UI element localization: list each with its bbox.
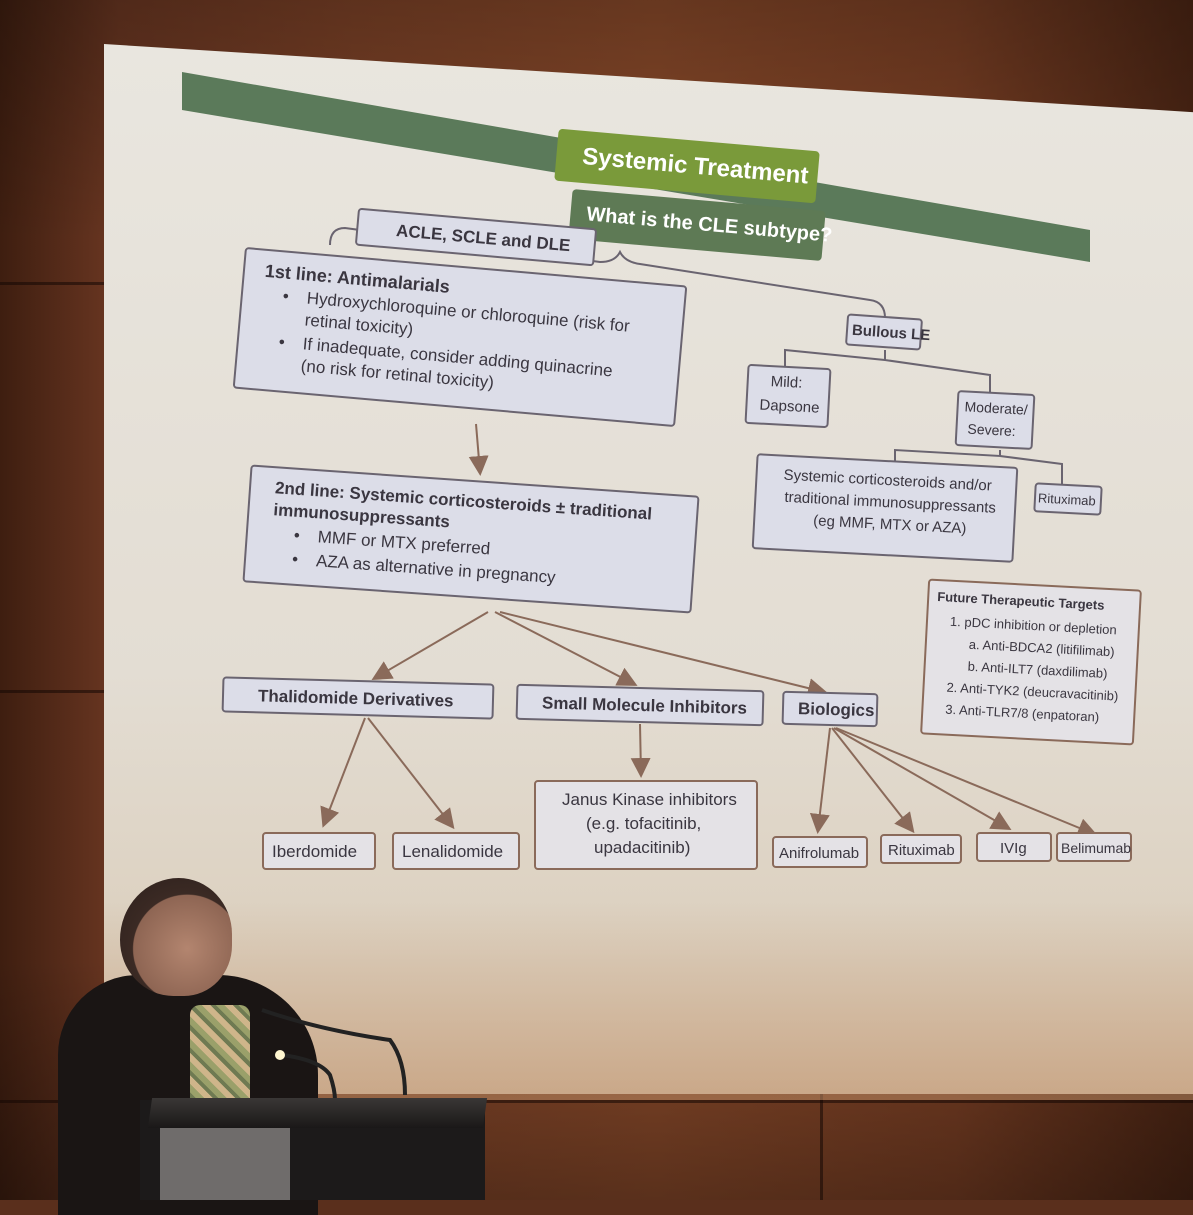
wall-panel-seam <box>0 690 104 693</box>
jak-box: Janus Kinase inhibitors (e.g. tofacitini… <box>534 780 758 870</box>
iberdomide-text: Iberdomide <box>272 842 358 861</box>
arrow-to-rituximab-bio <box>831 727 915 834</box>
speaker-head <box>120 878 232 996</box>
rituximab-biologic-box: Rituximab <box>880 834 962 864</box>
arrow-to-ivig <box>833 727 1012 830</box>
arrow-to-anifrolumab <box>809 727 831 834</box>
wall-panel-seam <box>0 1100 1193 1103</box>
lenalidomide-box: Lenalidomide <box>392 832 520 870</box>
belimumab-box: Belimumab <box>1056 832 1132 862</box>
arrow-to-belimumab <box>835 727 1098 838</box>
ivig-text: IVIg <box>1000 840 1027 857</box>
brace-left <box>329 226 886 319</box>
moderate-split <box>894 448 1063 484</box>
arrow-to-jak <box>630 723 651 778</box>
arrow-first-to-second <box>468 423 489 476</box>
arrow-to-iberdomide <box>320 717 366 828</box>
arrow-to-small-molecule <box>494 611 638 686</box>
lenalidomide-text: Lenalidomide <box>402 842 504 861</box>
arrow-to-biologics <box>499 611 828 698</box>
belimumab-text: Belimumab <box>1061 840 1132 856</box>
jak-text: Janus Kinase inhibitors <box>562 790 737 809</box>
wall-panel-seam <box>0 282 104 285</box>
speaker-scarf <box>190 1005 250 1115</box>
jak-text: (e.g. tofacitinib, <box>586 814 702 833</box>
iberdomide-box: Iberdomide <box>262 832 376 870</box>
arrow-to-thalidomide <box>371 611 489 681</box>
rituximab-biologic-text: Rituximab <box>888 842 955 859</box>
bullous-split <box>784 348 991 392</box>
anifrolumab-text: Anifrolumab <box>779 845 860 862</box>
podium-top <box>147 1098 488 1128</box>
arrow-to-lenalidomide <box>367 717 455 830</box>
podium-front-panel <box>160 1128 290 1200</box>
jak-text: upadacitinib) <box>594 838 691 857</box>
ivig-box: IVIg <box>976 832 1052 862</box>
anifrolumab-box: Anifrolumab <box>772 836 868 868</box>
wall-panel-seam <box>820 1060 823 1200</box>
